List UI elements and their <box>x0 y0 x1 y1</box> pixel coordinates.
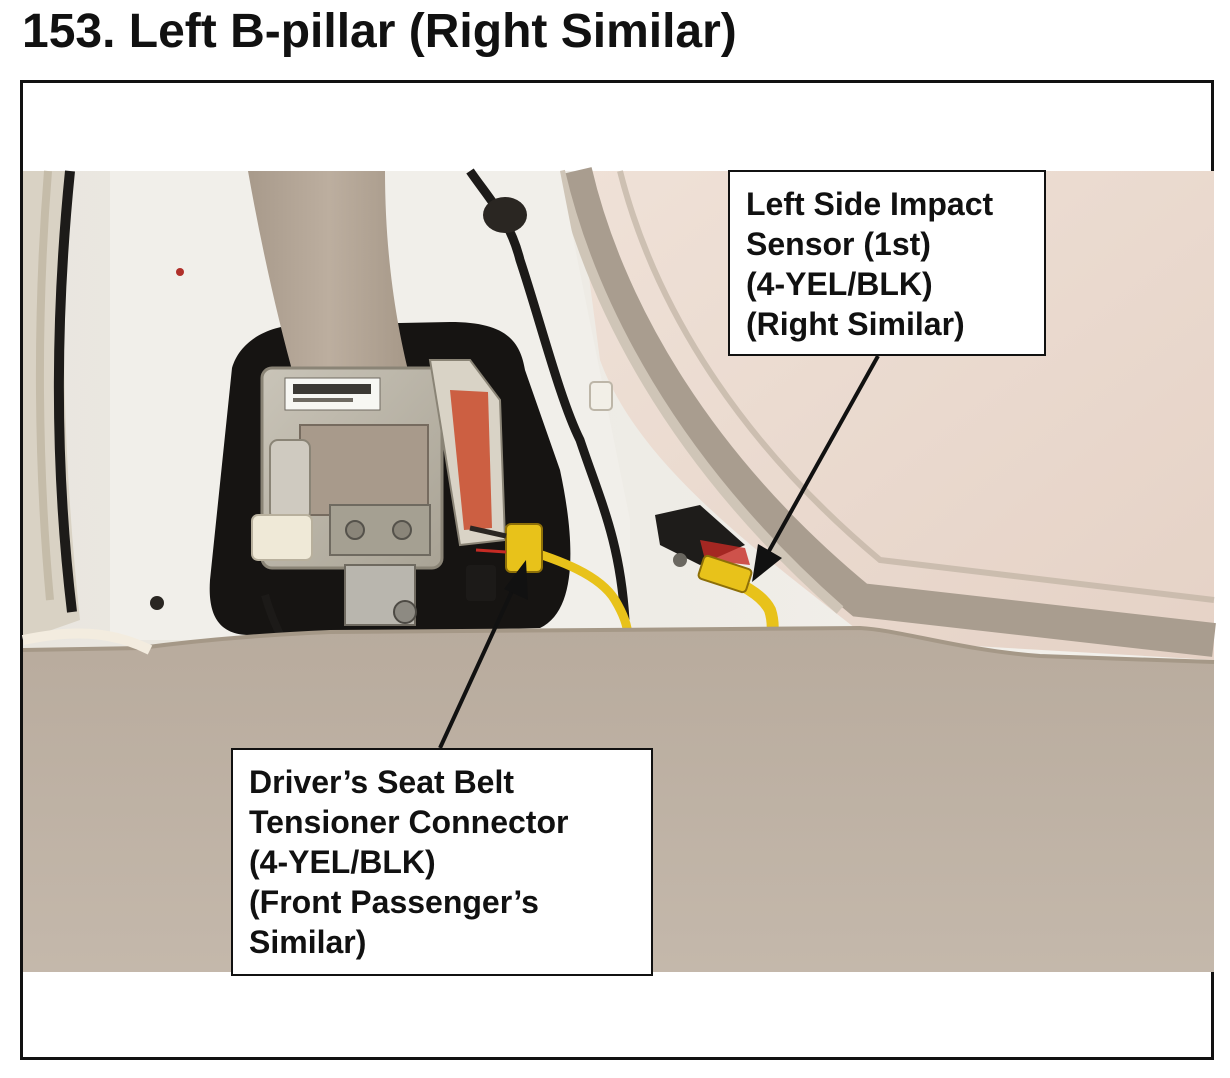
page-title: 153. Left B-pillar (Right Similar) <box>22 5 737 58</box>
tensioner-arrow <box>438 560 528 749</box>
impact-sensor-callout-line-1: Left Side Impact <box>746 186 994 222</box>
wire-harness <box>261 168 630 662</box>
tensioner-callout-line-2: Tensioner Connector <box>249 804 569 840</box>
impact-sensor-callout-line-2: Sensor (1st) <box>746 226 931 262</box>
impact-sensor-arrow <box>752 355 880 582</box>
impact-sensor-callout-line-3: (4-YEL/BLK) <box>746 266 933 302</box>
impact-sensor-callout-line-4: (Right Similar) <box>746 306 965 342</box>
tensioner-callout-line-3: (4-YEL/BLK) <box>249 844 436 880</box>
impact-sensor-callout: Left Side Impact Sensor (1st) (4-YEL/BLK… <box>728 170 1046 356</box>
left-door-seal <box>23 170 80 640</box>
tensioner-connector-callout: Driver’s Seat Belt Tensioner Connector (… <box>231 748 653 976</box>
tensioner-callout-line-4: (Front Passenger’s <box>249 884 539 920</box>
tensioner-callout-line-5: Similar) <box>249 924 367 960</box>
seat-belt-retractor <box>251 359 507 626</box>
tensioner-callout-line-1: Driver’s Seat Belt <box>249 764 515 800</box>
